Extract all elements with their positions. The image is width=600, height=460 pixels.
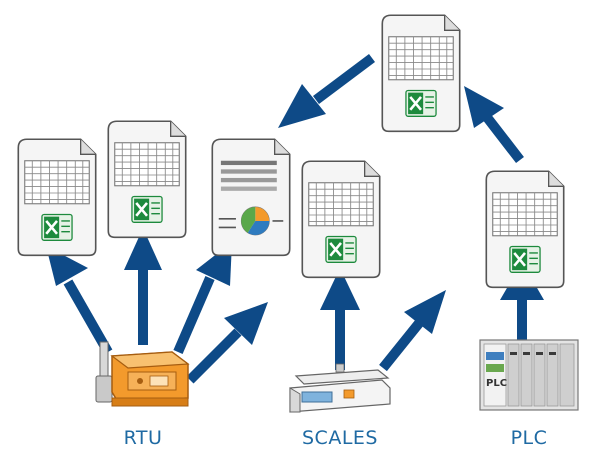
excel-document-icon (16, 137, 97, 257)
arrow-top-to-report (278, 54, 375, 128)
rtu-label: RTU (124, 427, 163, 449)
arrow-rtu-to-doc2 (124, 228, 162, 345)
excel-document-icon (300, 159, 382, 279)
report-document-icon (211, 138, 291, 257)
arrow-rtu-to-report (173, 242, 232, 354)
plc-badge-text: PLC (486, 378, 507, 389)
excel-document-icon (484, 169, 566, 289)
arrow-scales-to-doc (320, 268, 360, 370)
arrow-rtu-to-doc1 (46, 246, 113, 355)
arrow-scales-right (379, 290, 446, 372)
excel-document-icon (380, 13, 462, 133)
arrow-rtu-right (186, 302, 268, 384)
rtu-device-icon (95, 341, 190, 407)
scales-label: SCALES (302, 427, 378, 449)
plc-icon: PLC (479, 339, 579, 411)
plc-label: PLC (511, 427, 548, 449)
arrow-doc-to-top (464, 86, 524, 164)
excel-document-icon (107, 119, 187, 239)
scale-icon (289, 363, 391, 413)
